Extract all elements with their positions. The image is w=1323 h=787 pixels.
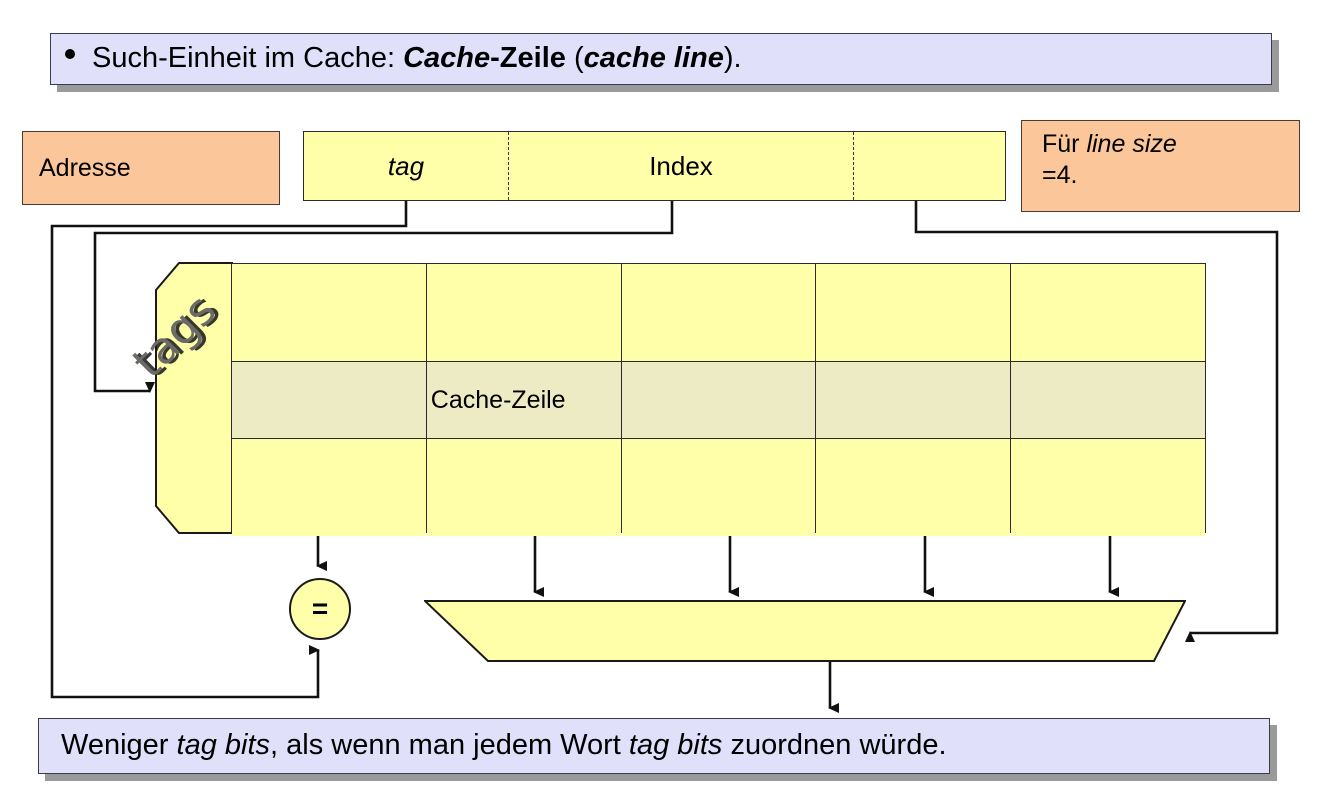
footer-text-part-3: zuordnen würde.	[722, 729, 947, 762]
address-field: tag Index	[303, 131, 1006, 201]
header-text-part-3: ).	[723, 42, 742, 75]
header-text-part-2: (	[565, 42, 584, 75]
cache-cell	[621, 439, 816, 536]
cache-cell	[426, 439, 621, 536]
cache-cell-highlighted	[1011, 362, 1205, 438]
address-label-text: Adresse	[39, 153, 131, 182]
footer-banner-text: Weniger tag bits, als wenn man jedem Wor…	[61, 729, 947, 762]
address-segment-offset	[854, 132, 1005, 200]
line-size-note-box: Für line size =4.	[1021, 120, 1300, 212]
cache-cell	[1011, 264, 1205, 361]
footer-text-tagbits-italic-2: tag bits	[628, 729, 723, 762]
header-text-cache-bold-italic: Cache	[403, 42, 491, 75]
footer-text-tagbits-italic-1: tag bits	[176, 729, 271, 762]
bullet-dot-icon	[65, 49, 75, 60]
comparator-symbol: =	[311, 593, 329, 624]
cache-line-label: Cache-Zeile	[430, 385, 566, 414]
footer-text-part-2: , als wenn man jedem Wort	[270, 729, 629, 762]
cache-cell	[426, 264, 621, 361]
cache-cell	[816, 439, 1011, 536]
header-text-cacheline-bold-italic: cache line	[583, 42, 724, 75]
header-text-part-1: Such-Einheit im Cache:	[92, 42, 404, 75]
header-banner-text: Such-Einheit im Cache: Cache-Zeile (cach…	[65, 42, 742, 75]
cache-cell	[1011, 439, 1205, 536]
cache-cell-highlighted	[232, 362, 426, 438]
cache-grid: Cache-Zeile	[231, 263, 1206, 536]
cache-cell-highlighted	[816, 362, 1011, 438]
cache-cell-highlighted	[621, 362, 816, 438]
tag-store-block	[155, 262, 233, 534]
cache-cell	[232, 264, 426, 361]
footer-banner: Weniger tag bits, als wenn man jedem Wor…	[38, 718, 1270, 774]
address-segment-tag: tag	[304, 132, 509, 200]
comparator-equals: =	[289, 578, 351, 640]
address-segment-tag-label: tag	[387, 150, 425, 181]
header-banner: Such-Einheit im Cache: Cache-Zeile (cach…	[50, 33, 1272, 85]
cache-cell-highlighted: Cache-Zeile	[426, 362, 621, 438]
header-text-zeile-bold: -Zeile	[490, 42, 566, 75]
note-text-line-size-italic: line size	[1086, 130, 1177, 158]
address-segment-index: Index	[509, 132, 854, 200]
cache-cell	[232, 439, 426, 536]
cache-cell	[621, 264, 816, 361]
address-label-box: Adresse	[22, 131, 280, 205]
cache-cell	[816, 264, 1011, 361]
multiplexer	[424, 600, 1186, 662]
note-text-part-2: =4.	[1042, 160, 1078, 189]
note-text-part-1: Für	[1042, 130, 1087, 158]
address-segment-index-label: Index	[649, 150, 713, 181]
footer-text-part-1: Weniger	[61, 729, 177, 762]
